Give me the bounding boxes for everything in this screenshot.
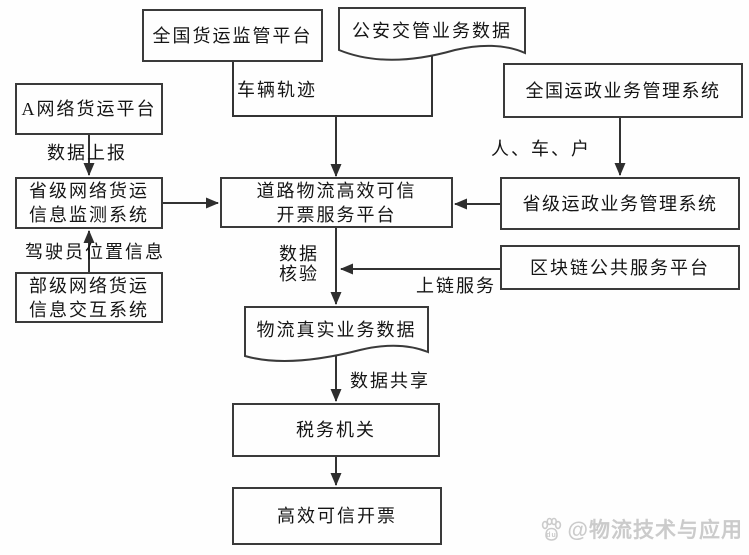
edge-label-data-sharing: 数据共享 bbox=[350, 371, 430, 391]
node-a-network-freight-platform: A网络货运平台 bbox=[15, 83, 163, 135]
edge-label-chain-service: 上链服务 bbox=[416, 276, 496, 296]
node-label: 物流真实业务数据 bbox=[256, 320, 417, 340]
node-efficient-trusted-invoicing: 高效可信开票 bbox=[232, 487, 442, 545]
node-label: 道路物流高效可信 bbox=[256, 180, 417, 201]
node-tax-authority: 税务机关 bbox=[232, 403, 440, 457]
edge-label-data-verification: 数据 核验 bbox=[268, 244, 330, 284]
edge-label-line: 数据 bbox=[279, 244, 319, 264]
edge-label-line: 核验 bbox=[279, 264, 319, 284]
baidu-paw-icon: du bbox=[541, 517, 561, 541]
watermark-text: @物流技术与应用 bbox=[567, 519, 743, 542]
node-label: 税务机关 bbox=[296, 420, 376, 440]
node-public-security-traffic-data: 公安交管业务数据 bbox=[339, 11, 525, 49]
node-label: 开票服务平台 bbox=[276, 204, 397, 225]
node-logistics-real-business-data: 物流真实业务数据 bbox=[245, 310, 428, 348]
node-blockchain-public-service-platform: 区块链公共服务平台 bbox=[500, 245, 740, 290]
edge-label-data-report: 数据上报 bbox=[47, 143, 127, 163]
node-label: 信息监测系统 bbox=[29, 205, 149, 225]
node-provincial-network-freight-monitoring-system: 省级网络货运 信息监测系统 bbox=[15, 177, 163, 229]
edge-label-vehicle-trajectory: 车辆轨迹 bbox=[237, 80, 317, 100]
node-label: 全国运政业务管理系统 bbox=[525, 80, 721, 101]
watermark: du @物流技术与应用 bbox=[539, 514, 743, 544]
edge-label-driver-location: 驾驶员位置信息 bbox=[25, 242, 165, 262]
node-label: 信息交互系统 bbox=[29, 299, 149, 320]
node-label: 区块链公共服务平台 bbox=[530, 257, 710, 278]
node-provincial-transport-admin-system: 省级运政业务管理系统 bbox=[500, 177, 740, 230]
node-label: 省级运政业务管理系统 bbox=[522, 193, 718, 214]
node-label: 公安交管业务数据 bbox=[352, 21, 512, 41]
node-label: 部级网络货运 bbox=[29, 275, 149, 296]
svg-text:du: du bbox=[546, 532, 557, 539]
document-shape-public-security-data bbox=[338, 7, 526, 61]
node-label: 全国货运监管平台 bbox=[152, 25, 313, 46]
edge-label-person-vehicle-account: 人、车、户 bbox=[491, 139, 591, 159]
node-label: 高效可信开票 bbox=[277, 506, 397, 526]
node-national-freight-supervision-platform: 全国货运监管平台 bbox=[142, 9, 323, 62]
node-national-transport-admin-system: 全国运政业务管理系统 bbox=[503, 63, 743, 118]
node-road-logistics-trusted-invoice-service-platform: 道路物流高效可信 开票服务平台 bbox=[220, 177, 453, 228]
node-label: 省级网络货运 bbox=[29, 181, 149, 201]
node-label: A网络货运平台 bbox=[21, 99, 157, 119]
document-shape-logistics-real-data bbox=[244, 306, 429, 362]
node-ministry-network-freight-exchange-system: 部级网络货运 信息交互系统 bbox=[15, 272, 163, 323]
